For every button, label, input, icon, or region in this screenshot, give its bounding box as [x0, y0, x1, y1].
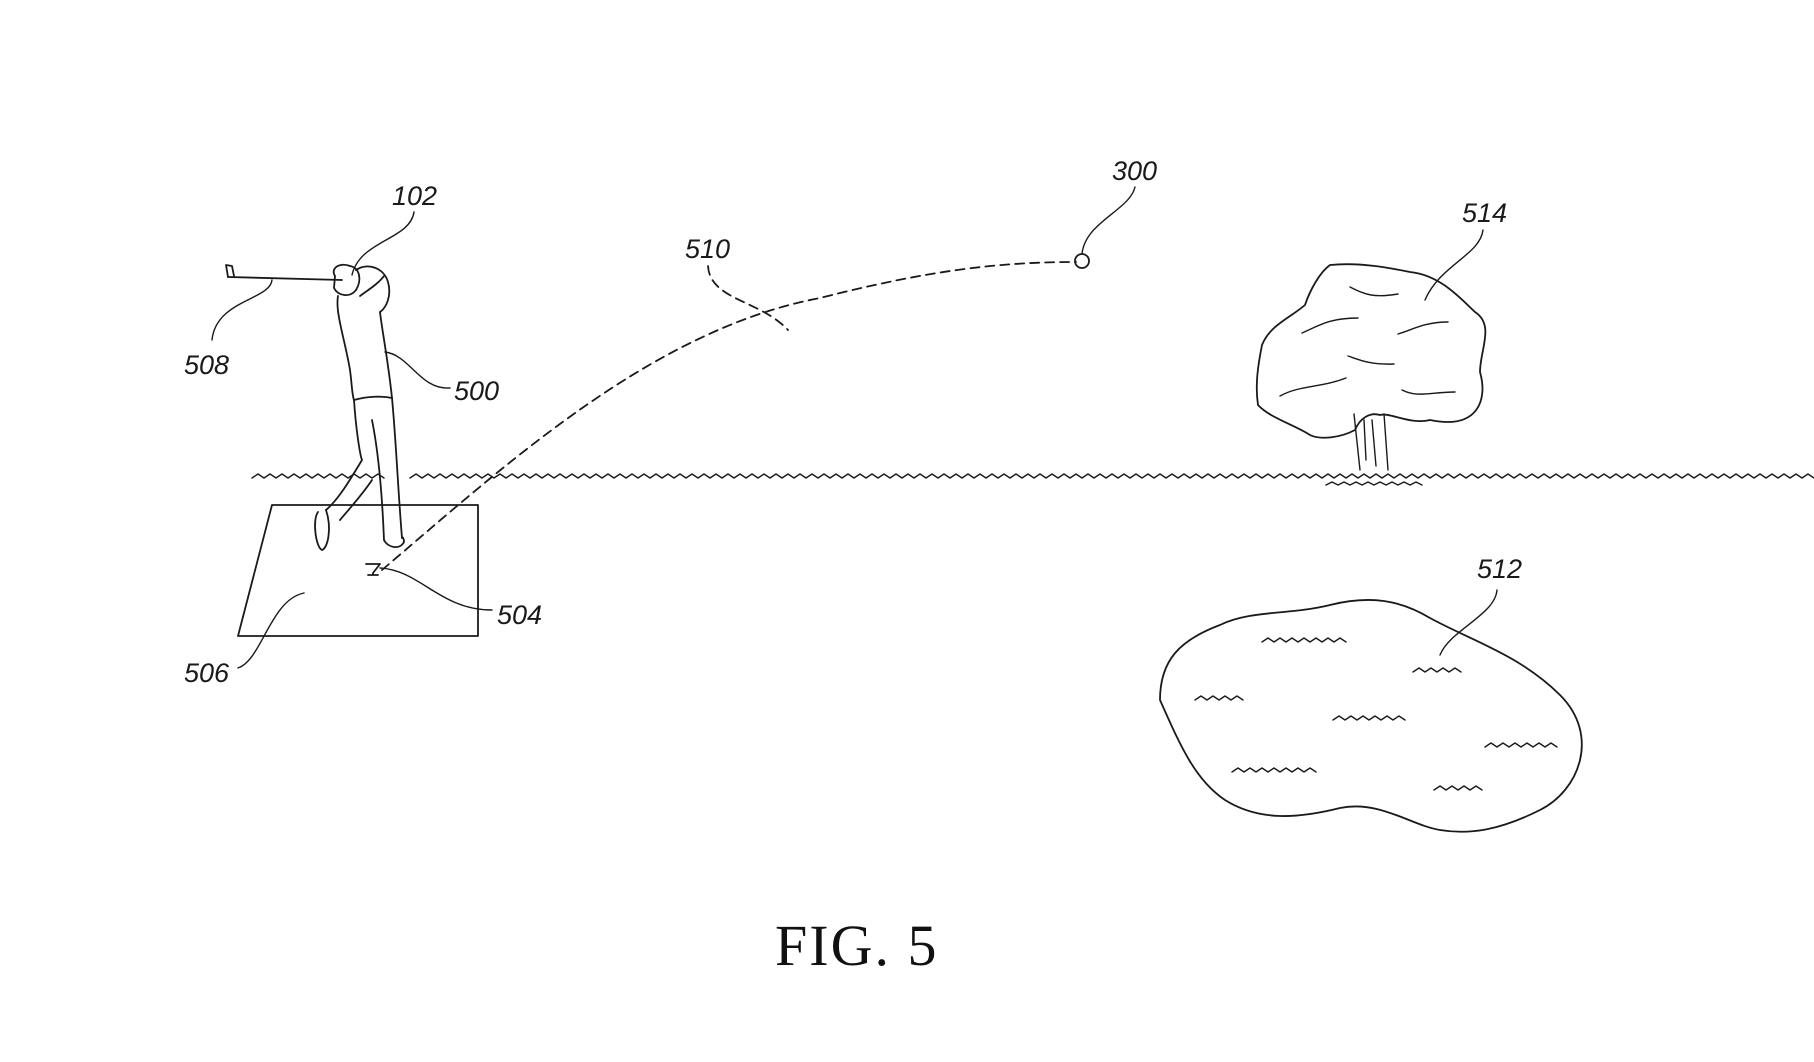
leader-512: [1439, 589, 1498, 656]
leader-506: [237, 592, 305, 669]
label-514: 514: [1462, 198, 1507, 228]
label-102: 102: [392, 181, 437, 211]
label-500: 500: [454, 376, 499, 406]
golfer-figure: [225, 263, 405, 551]
leader-500: [384, 351, 451, 389]
pond: [1159, 599, 1583, 833]
tree: [1255, 263, 1487, 486]
label-508: 508: [184, 350, 229, 380]
label-512: 512: [1477, 554, 1522, 584]
label-504: 504: [497, 600, 542, 630]
leader-510: [707, 265, 789, 331]
tee: [365, 563, 381, 576]
leader-508: [211, 279, 273, 341]
leader-102: [351, 211, 415, 276]
label-300: 300: [1112, 156, 1157, 186]
hitting-mat: [237, 504, 479, 637]
golf-ball: [1074, 253, 1090, 269]
leader-300: [1081, 186, 1136, 255]
ground-line: [251, 473, 1814, 479]
leader-514: [1424, 229, 1484, 301]
figure-caption: FIG. 5: [775, 913, 938, 978]
label-510: 510: [685, 234, 730, 264]
leader-504: [379, 567, 493, 611]
label-506: 506: [184, 658, 230, 688]
ball-trajectory: [381, 261, 1077, 571]
